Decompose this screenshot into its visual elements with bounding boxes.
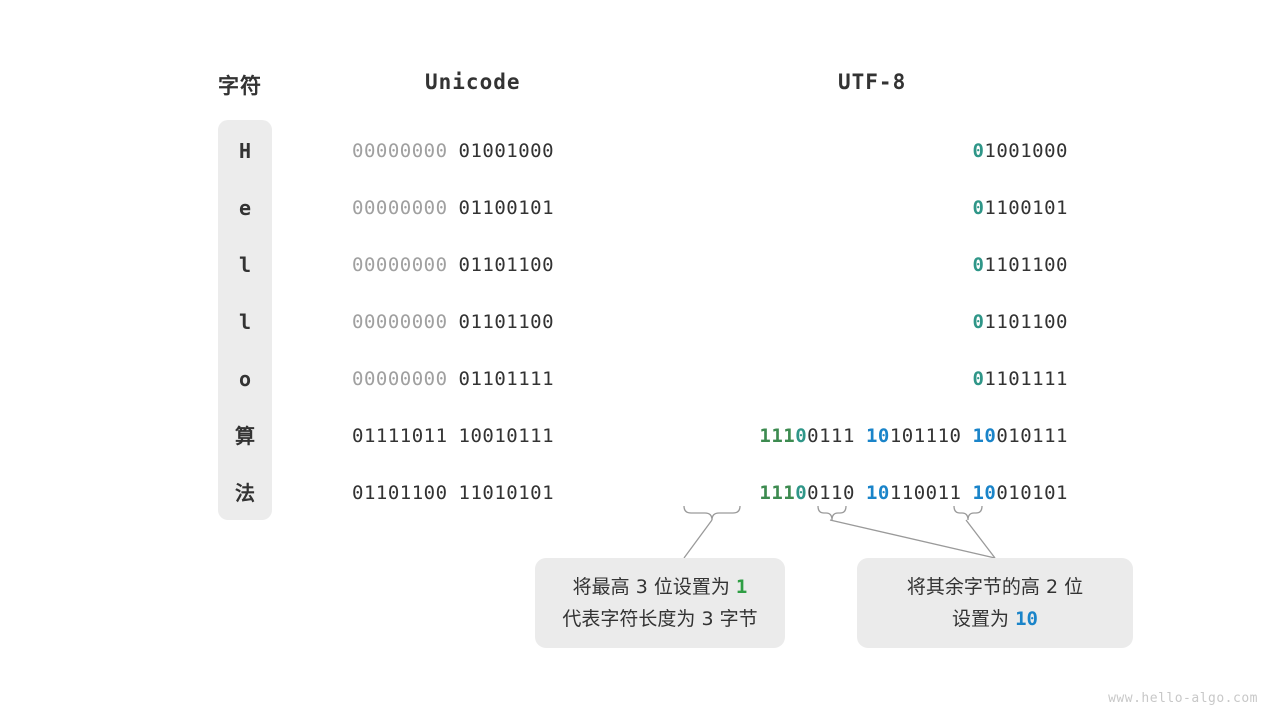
unicode-low-byte: 11010101 [458,482,555,504]
utf8-binary-cell: 01001000 [972,140,1068,162]
callout-right-line2: 设置为 10 [952,603,1038,635]
unicode-high-byte: 00000000 [352,311,448,333]
unicode-binary-cell: 00000000 01001000 [352,140,612,162]
callout-leading-bits: 将最高 3 位设置为 1 代表字符长度为 3 字节 [535,558,785,648]
unicode-binary-cell: 01111011 10010111 [352,425,612,447]
utf8-byte1-payload: 0111 [807,425,855,447]
utf8-length-prefix: 111 [759,482,796,504]
utf8-binary-cell: 01101111 [972,368,1068,390]
unicode-binary-cell: 00000000 01101111 [352,368,612,390]
column-header-unicode: Unicode [425,70,521,94]
utf8-byte2-marker: 10 [865,425,890,447]
callout-right-highlight: 10 [1015,608,1038,630]
character-cell: o [238,367,252,391]
character-cell: l [238,310,252,334]
utf8-payload-bits: 1001000 [984,140,1068,162]
utf8-binary-cell: 01101100 [972,254,1068,276]
column-header-utf8: UTF-8 [838,70,907,94]
utf8-byte2-marker: 10 [865,482,890,504]
utf8-byte3-marker: 10 [972,425,997,447]
unicode-low-byte: 10010111 [458,425,555,447]
utf8-length-prefix: 111 [759,425,796,447]
callout-left-line1: 将最高 3 位设置为 1 [573,571,748,603]
unicode-low-byte: 01101100 [458,311,555,333]
unicode-high-byte: 01111011 [352,425,448,447]
utf8-binary-cell: 01100101 [972,197,1068,219]
utf8-byte3-payload: 010101 [996,482,1068,504]
utf8-byte1-payload: 0110 [807,482,855,504]
callout-right-line2-text: 设置为 [952,608,1016,630]
unicode-binary-cell: 00000000 01101100 [352,311,612,333]
utf8-lead-bit: 0 [972,254,985,276]
callout-left-highlight: 1 [735,576,748,598]
callout-left-line2: 代表字符长度为 3 字节 [562,608,758,630]
callout-continuation-bits: 将其余字节的高 2 位 设置为 10 [857,558,1133,648]
unicode-high-byte: 00000000 [352,140,448,162]
unicode-low-byte: 01001000 [458,140,555,162]
callout-right-line1: 将其余字节的高 2 位 [906,576,1084,598]
utf8-lead-bit: 0 [972,197,985,219]
unicode-high-byte: 00000000 [352,368,448,390]
unicode-low-byte: 01101111 [458,368,555,390]
character-cell: H [238,139,252,163]
utf8-prefix-terminator: 0 [795,425,808,447]
utf8-payload-bits: 1101100 [984,254,1068,276]
utf8-lead-bit: 0 [972,140,985,162]
utf8-byte3-marker: 10 [972,482,997,504]
utf8-payload-bits: 1100101 [984,197,1068,219]
watermark: www.hello-algo.com [1108,691,1258,706]
unicode-binary-cell: 00000000 01100101 [352,197,612,219]
utf8-payload-bits: 1101100 [984,311,1068,333]
callout-left-line1-text: 将最高 3 位设置为 [572,576,736,598]
character-cell: l [238,253,252,277]
utf8-byte2-payload: 101110 [889,425,962,447]
unicode-high-byte: 01101100 [352,482,448,504]
utf8-byte2-payload: 110011 [889,482,962,504]
unicode-low-byte: 01101100 [458,254,555,276]
character-cell: 法 [235,481,255,505]
utf8-binary-cell: 01101100 [972,311,1068,333]
unicode-low-byte: 01100101 [458,197,555,219]
unicode-high-byte: 00000000 [352,254,448,276]
character-cell: 算 [235,424,255,448]
utf8-lead-bit: 0 [972,311,985,333]
utf8-prefix-terminator: 0 [795,482,808,504]
utf8-lead-bit: 0 [972,368,985,390]
unicode-binary-cell: 00000000 01101100 [352,254,612,276]
column-header-character: 字符 [218,74,262,98]
unicode-high-byte: 00000000 [352,197,448,219]
character-column-background [218,120,272,520]
utf8-byte3-payload: 010111 [996,425,1068,447]
utf8-payload-bits: 1101111 [984,368,1068,390]
unicode-binary-cell: 01101100 11010101 [352,482,612,504]
character-cell: e [238,196,252,220]
